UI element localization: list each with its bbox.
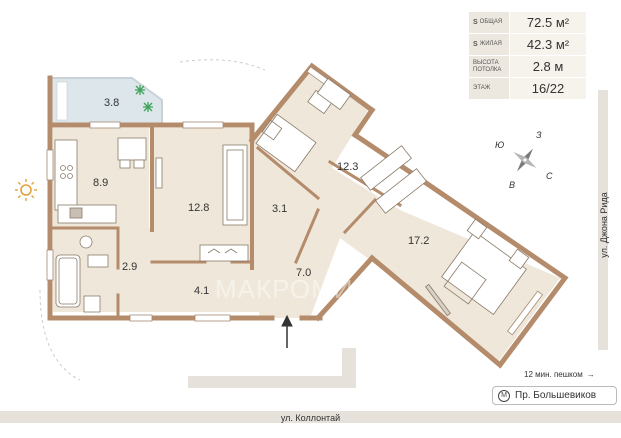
street-right-label: ул. Джона Рида xyxy=(599,192,609,258)
entrance-arrow-icon xyxy=(281,314,293,348)
floor-corridor xyxy=(110,228,260,312)
balcony-divider xyxy=(56,81,68,121)
bedroom1-furniture xyxy=(255,77,427,214)
info-ceiling-value: 2.8 м xyxy=(509,56,586,77)
arrow-right-icon: → xyxy=(586,370,595,379)
room-bedroom1-area: 12.3 xyxy=(337,161,358,173)
plant-icon xyxy=(135,85,153,112)
info-total-value: 72.5 м² xyxy=(509,12,586,33)
room-kitchen-area: 8.9 xyxy=(93,177,108,189)
walk-time: 12 мин. пешком → xyxy=(524,370,595,379)
courtyard-path xyxy=(188,376,328,388)
living-furniture xyxy=(155,144,249,262)
compass-rose-icon xyxy=(513,148,537,172)
watermark: МАКРОМИР xyxy=(215,274,372,304)
street-right-band xyxy=(598,90,608,350)
street-bottom-band xyxy=(0,411,621,423)
street-bottom-label: ул. Коллонтай xyxy=(280,413,341,423)
room-balcony-area: 3.8 xyxy=(104,97,119,109)
info-floor-value: 16/22 xyxy=(509,78,586,99)
compass-label-z: З xyxy=(536,130,542,140)
sun-path-arc xyxy=(39,289,81,381)
walk-time-text: 12 мин. пешком xyxy=(524,370,583,379)
metro-station-name: Пр. Большевиков xyxy=(515,390,597,401)
compass-label-s: С xyxy=(546,171,553,181)
room-closet-area: 3.1 xyxy=(272,203,287,215)
room-bathroom-area: 2.9 xyxy=(122,261,137,273)
info-floor-label: ЭТАЖ xyxy=(469,78,509,99)
floor-closet xyxy=(256,150,318,262)
compass-label-v: В xyxy=(509,180,515,190)
room-living-area: 12.8 xyxy=(188,202,209,214)
info-ceiling-label: ВЫСОТА ПОТОЛКА xyxy=(469,56,509,77)
room-bedroom2-area: 17.2 xyxy=(408,235,429,247)
info-living-value: 42.3 м² xyxy=(509,34,586,55)
metro-station-badge: M Пр. Большевиков xyxy=(492,386,617,405)
room-hall-area: 7.0 xyxy=(296,267,311,279)
sun-path-arc-top xyxy=(179,59,266,71)
compass-label-ju: Ю xyxy=(495,140,504,150)
kitchen-furniture xyxy=(54,137,147,224)
sun-icon xyxy=(15,179,37,201)
courtyard-path-curve xyxy=(328,348,356,388)
info-row-floor: ЭТАЖ 16/22 xyxy=(469,78,586,100)
info-row-ceiling: ВЫСОТА ПОТОЛКА 2.8 м xyxy=(469,56,586,78)
bath-furniture xyxy=(55,235,109,313)
metro-icon: M xyxy=(498,389,510,402)
room-hallway-small-area: 4.1 xyxy=(194,285,209,297)
bedroom2-furniture xyxy=(425,218,530,317)
